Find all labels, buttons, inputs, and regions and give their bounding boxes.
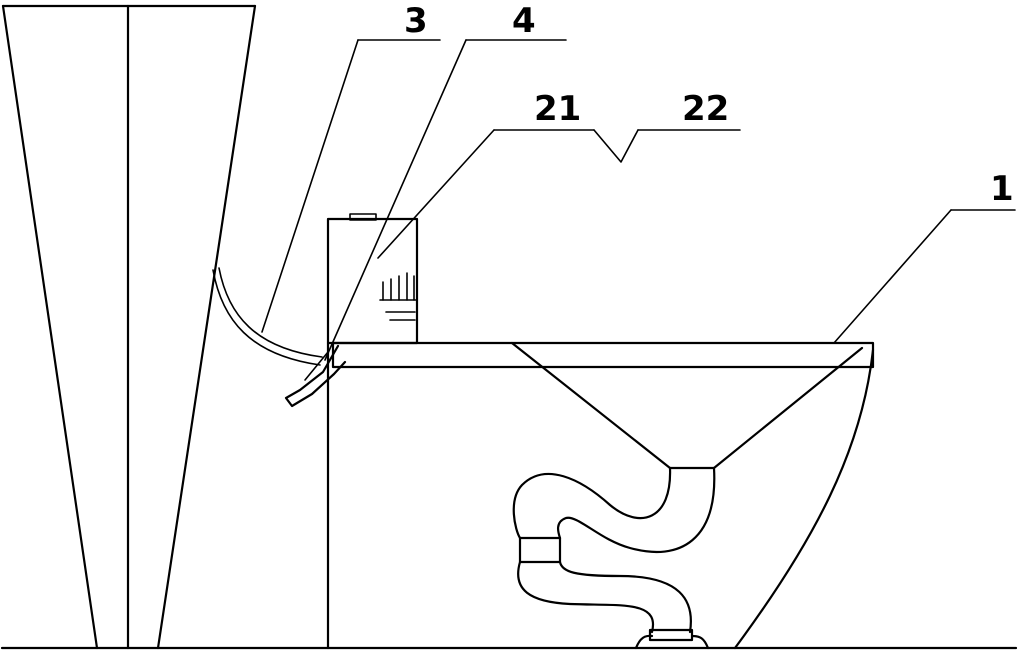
callout-22: 22 bbox=[682, 89, 729, 129]
callout-3: 3 bbox=[404, 1, 428, 41]
leader-lines bbox=[261, 39, 1016, 361]
callout-21: 21 bbox=[534, 89, 581, 129]
s-trap-pipe bbox=[512, 466, 716, 650]
toilet-body bbox=[326, 341, 875, 650]
callout-4: 4 bbox=[512, 1, 536, 41]
tapered-post bbox=[1, 4, 257, 650]
flexible-hose bbox=[212, 267, 323, 366]
spray-nozzle bbox=[284, 344, 347, 408]
callout-1: 1 bbox=[990, 169, 1014, 209]
